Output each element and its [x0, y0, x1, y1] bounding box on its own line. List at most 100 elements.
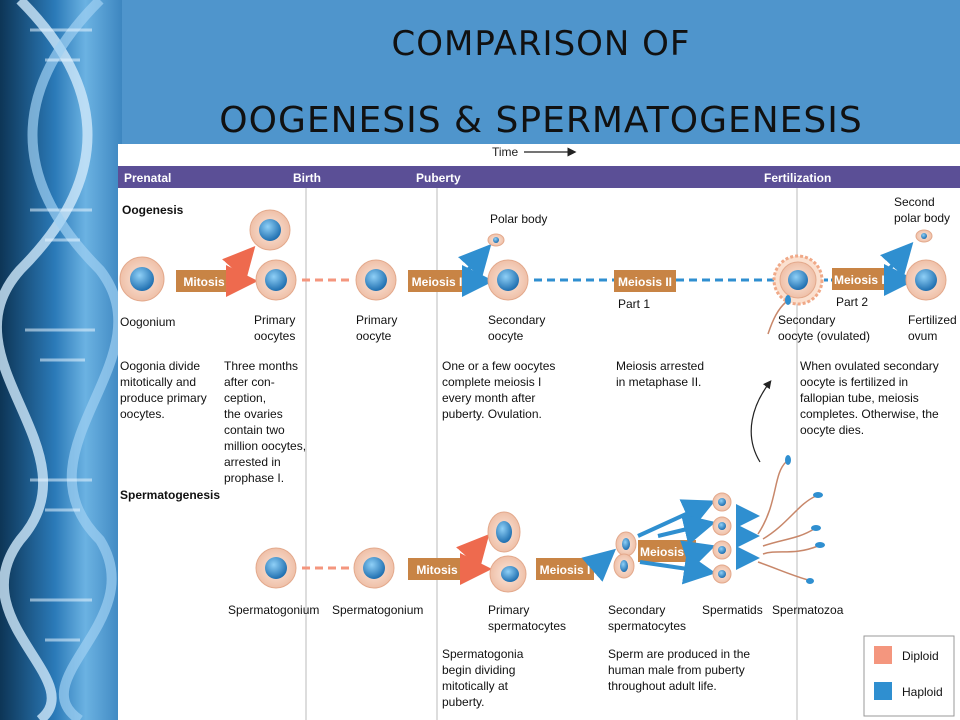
oogenesis-meiosis2b-label: Meiosis II	[834, 273, 888, 287]
spermatogonium-label-1: Spermatogonium	[228, 603, 319, 617]
secondary-spermatocytes-label: Secondary spermatocytes	[608, 603, 686, 633]
spermatozoa-cells	[757, 455, 825, 584]
svg-text:Sperm are produced in the: Sperm are produced in the	[608, 647, 750, 661]
stage-fertilization: Fertilization	[764, 171, 831, 185]
oogenesis-meiosis1-box	[408, 270, 466, 292]
spermatogenesis-heading: Spermatogenesis	[120, 488, 220, 502]
svg-text:in metaphase II.: in metaphase II.	[616, 375, 701, 389]
dna-helix-decoration	[0, 0, 122, 720]
legend-swatch-haploid	[874, 682, 892, 700]
gametogenesis-diagram: Time Prenatal Birth Puberty Fertilizatio…	[118, 145, 960, 720]
meiosis2-part2-label: Part 2	[836, 295, 868, 309]
spermatogonium-cell-2	[353, 547, 395, 589]
svg-text:mitotically and: mitotically and	[120, 375, 196, 389]
spermatogenesis-note-2: Sperm are produced in the human male fro…	[608, 647, 750, 693]
svg-text:throughout adult life.: throughout adult life.	[608, 679, 717, 693]
primary-spermatocytes-label: Primary spermatocytes	[488, 603, 566, 633]
svg-text:human male from puberty: human male from puberty	[608, 663, 745, 677]
arrow	[880, 242, 914, 277]
svg-text:Meiosis arrested: Meiosis arrested	[616, 359, 704, 373]
svg-text:Primary: Primary	[488, 603, 529, 617]
second-polar-body-cell	[915, 229, 933, 243]
oogenesis-meiosis1-label: Meiosis I	[412, 275, 463, 289]
svg-text:oocyte: oocyte	[488, 329, 524, 343]
svg-text:every month after: every month after	[442, 391, 535, 405]
arrow	[222, 246, 256, 281]
svg-text:begin dividing: begin dividing	[442, 663, 515, 677]
spermatogonium-cell-1	[255, 547, 297, 589]
fertilization-arrow	[750, 380, 772, 463]
svg-text:complete meiosis I: complete meiosis I	[442, 375, 541, 389]
svg-text:One or a few oocytes: One or a few oocytes	[442, 359, 555, 373]
second-polar-body-label: Second polar body	[894, 195, 950, 225]
legend-swatch-diploid	[874, 646, 892, 664]
polar-body-label: Polar body	[490, 212, 547, 226]
primary-oocyte-cell	[255, 259, 297, 301]
meiosis2-arrows	[637, 499, 716, 585]
time-label: Time	[492, 145, 519, 159]
svg-text:Second: Second	[894, 195, 935, 209]
primary-oocyte-label: Primary oocyte	[356, 313, 397, 343]
svg-text:When ovulated secondary: When ovulated secondary	[800, 359, 939, 373]
spermatogenesis-mitosis-label: Mitosis	[416, 563, 458, 577]
svg-text:oocyte: oocyte	[356, 329, 392, 343]
svg-text:produce primary: produce primary	[120, 391, 207, 405]
oogenesis-note-1: Oogonia divide mitotically and produce p…	[120, 359, 207, 421]
stage-birth: Birth	[293, 171, 321, 185]
legend-label-diploid: Diploid	[902, 649, 939, 663]
spermatozoa-label: Spermatozoa	[772, 603, 844, 617]
svg-text:oocytes.: oocytes.	[120, 407, 165, 421]
oogonium-cell	[119, 256, 165, 302]
secondary-oocyte-label: Secondary oocyte	[488, 313, 545, 343]
svg-text:spermatocytes: spermatocytes	[608, 619, 686, 633]
slide-title-line1: COMPARISON OF	[391, 24, 691, 64]
spermatid-arrows	[736, 504, 760, 570]
stage-puberty: Puberty	[416, 171, 461, 185]
svg-text:after con-: after con-	[224, 375, 275, 389]
spermatogenesis-meiosis1-box	[536, 558, 594, 580]
oogenesis-meiosis2-label: Meiosis II	[618, 275, 672, 289]
svg-text:ovum: ovum	[908, 329, 937, 343]
secondary-oocyte-cell	[487, 259, 529, 301]
spermatid-cells	[712, 492, 732, 584]
oogenesis-note-2: Three months after con- ception, the ova…	[224, 359, 306, 485]
svg-text:polar body: polar body	[894, 211, 950, 225]
timeline-header-bar	[118, 166, 960, 188]
spermatogenesis-meiosis2-label: Meiosis II	[640, 545, 694, 559]
svg-text:Fertilized: Fertilized	[908, 313, 957, 327]
svg-text:contain two: contain two	[224, 423, 285, 437]
spermatids-label: Spermatids	[702, 603, 763, 617]
svg-text:fallopian tube, meiosis: fallopian tube, meiosis	[800, 391, 919, 405]
oogenesis-meiosis2-part1-box	[614, 270, 676, 292]
svg-text:Secondary: Secondary	[488, 313, 545, 327]
meiosis2-part1-label: Part 1	[618, 297, 650, 311]
arrow	[458, 244, 492, 279]
primary-oocytes-label: Primary oocytes	[254, 313, 295, 343]
sperm-tail	[767, 301, 787, 335]
stage-prenatal: Prenatal	[124, 171, 171, 185]
arrow	[581, 548, 617, 582]
fertilized-ovum-label: Fertilized ovum	[908, 313, 957, 343]
spermatogenesis-note-1: Spermatogonia begin dividing mitotically…	[442, 647, 524, 709]
sperm-head	[785, 295, 791, 305]
oogenesis-mitosis-label: Mitosis	[183, 275, 225, 289]
primary-oocyte-top-cell	[249, 209, 291, 251]
svg-text:puberty. Ovulation.: puberty. Ovulation.	[442, 407, 542, 421]
slide-title-line2: OOGENESIS & SPERMATOGENESIS	[219, 100, 863, 141]
fertilized-ovum-cell	[905, 259, 947, 301]
svg-text:Primary: Primary	[254, 313, 295, 327]
spermatogenesis-meiosis1-label: Meiosis I	[540, 563, 591, 577]
svg-text:oocytes: oocytes	[254, 329, 295, 343]
legend-label-haploid: Haploid	[902, 685, 943, 699]
oogenesis-meiosis2-part2-box	[832, 268, 890, 290]
spermatogenesis-mitosis-box	[408, 558, 466, 580]
primary-spermatocyte-top-cell	[487, 511, 521, 553]
svg-text:arrested in: arrested in	[224, 455, 281, 469]
primary-oocyte-puberty-cell	[355, 259, 397, 301]
arrow	[456, 534, 490, 569]
oogenesis-note-3: One or a few oocytes complete meiosis I …	[442, 359, 555, 421]
secondary-spermatocyte-cells	[613, 531, 637, 579]
svg-text:oocyte (ovulated): oocyte (ovulated)	[778, 329, 870, 343]
svg-text:Primary: Primary	[356, 313, 397, 327]
oogenesis-note-4: Meiosis arrested in metaphase II.	[616, 359, 704, 389]
